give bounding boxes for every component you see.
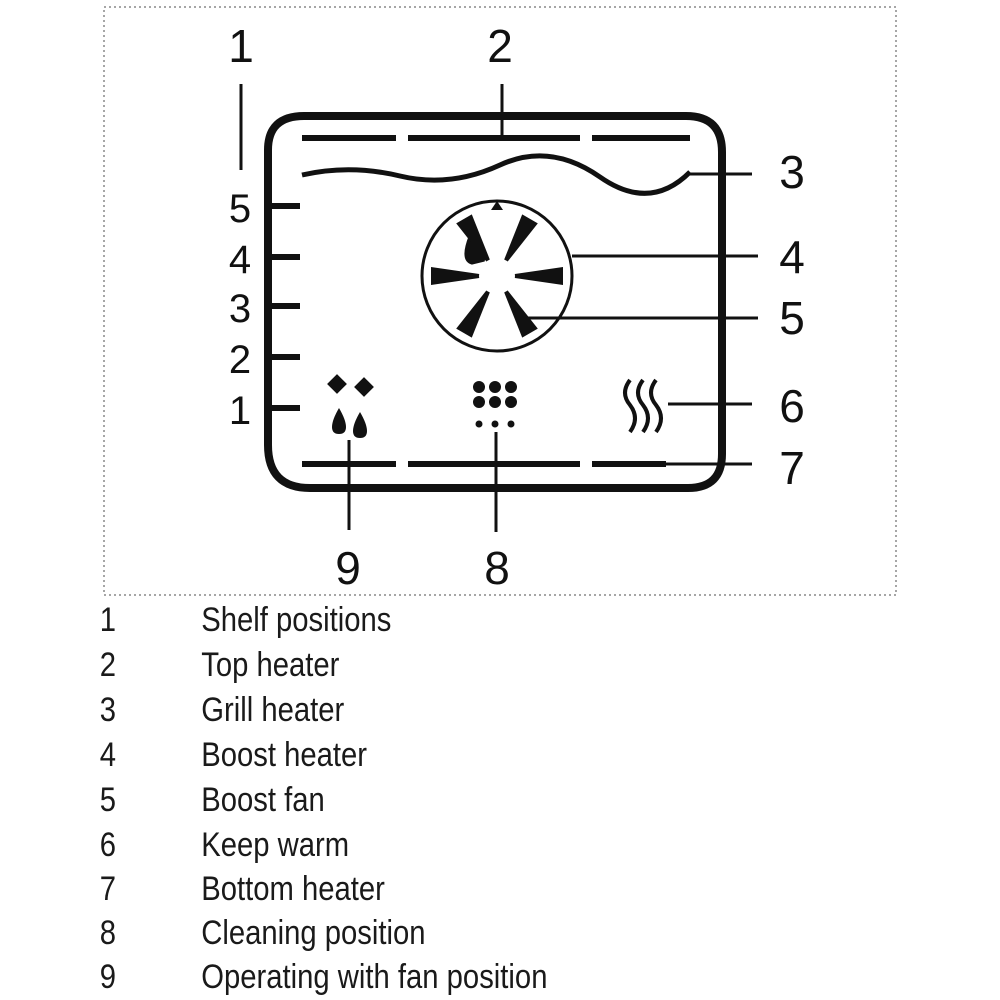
shelf-number-5: 5 [229,187,251,231]
shelf-number-2: 2 [229,338,251,382]
legend-number: 8 [99,914,117,952]
heat-waves-icon [623,378,663,434]
legend-number: 5 [99,781,117,819]
legend-label: Boost fan [201,781,325,819]
shelf-number-1: 1 [229,389,251,433]
legend-row: 3 Grill heater [0,688,860,732]
legend-label: Top heater [201,646,340,684]
oven-diagram: 5 4 3 2 1 [103,6,897,596]
legend-number: 6 [99,826,117,864]
dot-grid-icon [473,381,517,428]
legend-label: Boost heater [201,736,368,774]
legend-label: Cleaning position [201,914,426,952]
legend-label: Grill heater [201,691,345,729]
shelf-ticks [264,203,300,411]
legend-label: Bottom heater [201,870,385,908]
leader-lines [239,84,758,532]
legend: 1 Shelf positions 2 Top heater 3 Grill h… [0,598,1000,998]
callout-7: 7 [779,442,805,494]
fan-icon [420,199,574,353]
fan-blades [431,214,563,338]
legend-label: Operating with fan position [201,958,548,996]
callout-6: 6 [779,380,805,432]
legend-row: 6 Keep warm [0,823,860,867]
legend-row: 2 Top heater [0,643,860,687]
grill-heater [301,153,692,196]
legend-label: Shelf positions [201,601,392,639]
callout-4: 4 [779,231,805,283]
legend-number: 7 [99,870,117,908]
oven-cavity [264,112,726,492]
callout-9: 9 [335,542,361,594]
legend-number: 1 [99,601,117,639]
legend-row: 1 Shelf positions [0,598,860,642]
legend-number: 4 [99,736,117,774]
legend-row: 8 Cleaning position [0,911,860,955]
water-drops-icon [327,374,374,438]
shelf-number-3: 3 [229,287,251,331]
callout-5: 5 [779,292,805,344]
legend-row: 5 Boost fan [0,778,860,822]
legend-label: Keep warm [201,826,350,864]
legend-row: 9 Operating with fan position [0,955,860,999]
shelf-number-4: 4 [229,238,251,282]
legend-row: 4 Boost heater [0,733,860,777]
legend-row: 7 Bottom heater [0,867,860,911]
legend-number: 3 [99,691,117,729]
callout-2: 2 [487,20,513,72]
legend-number: 9 [99,958,117,996]
diagram-frame [103,6,897,596]
callout-3: 3 [779,146,805,198]
callout-8: 8 [484,542,510,594]
callout-1: 1 [228,20,254,72]
legend-number: 2 [99,646,117,684]
